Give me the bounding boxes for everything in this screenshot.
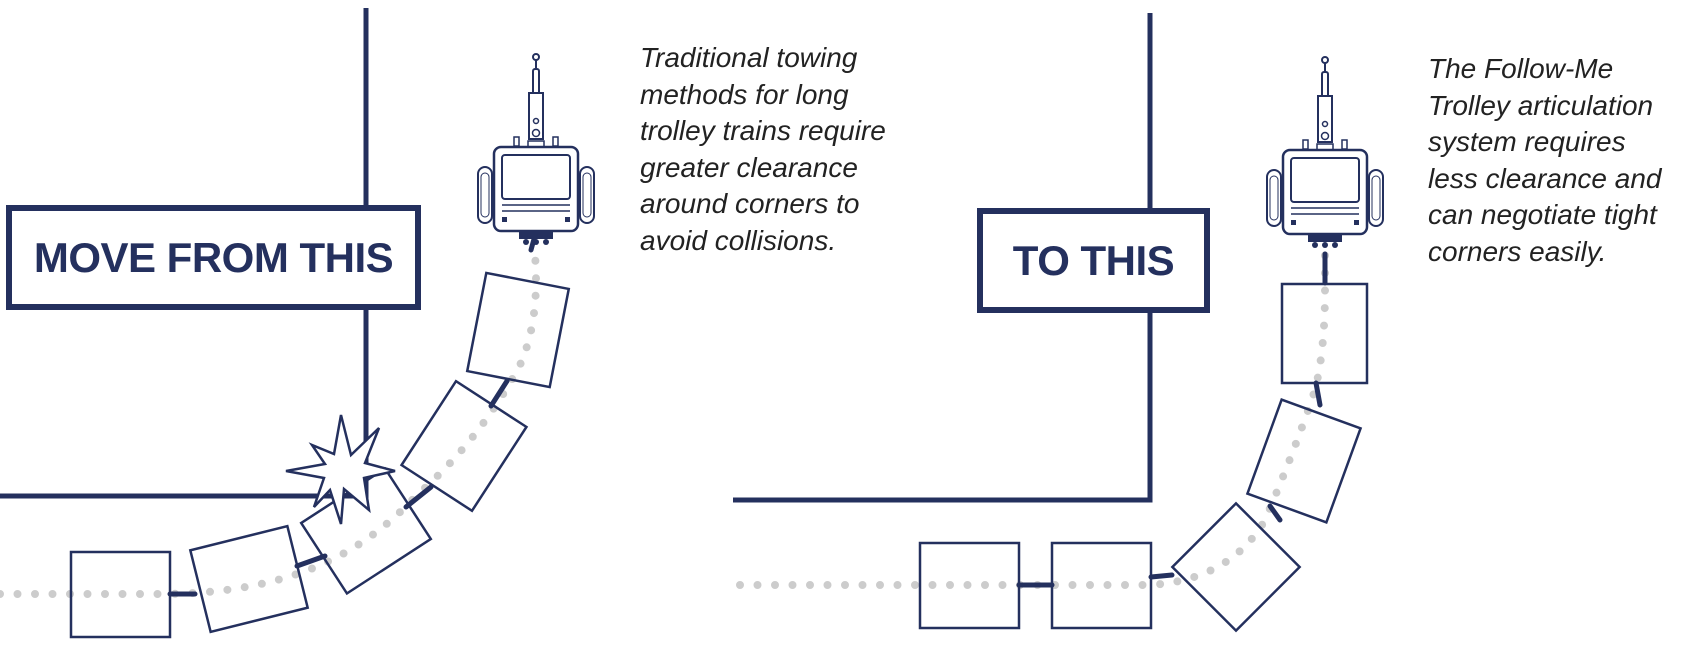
caption-line: greater clearance [640, 151, 858, 183]
tug-vehicle-icon [1265, 55, 1385, 250]
caption-line: trolley trains require [640, 115, 886, 146]
to-this-label: TO THIS [977, 208, 1210, 313]
trolley-icon [918, 282, 1369, 633]
left-panel [0, 8, 596, 639]
move-from-this-label: MOVE FROM THIS [6, 205, 421, 310]
collision-star-icon [285, 414, 396, 525]
coupling-links [1016, 251, 1328, 588]
caption-line: Traditional towing [640, 42, 858, 73]
tug-vehicle-icon [476, 52, 596, 247]
trolley-icon [69, 271, 571, 639]
move-from-this-text: MOVE FROM THIS [33, 233, 394, 281]
caption-line: can negotiate tight [1428, 199, 1657, 230]
caption-line: The Follow-Me [1428, 53, 1614, 84]
right-caption: The Follow-Me Trolley articulation syste… [1428, 51, 1661, 270]
caption-line: Trolley articulation [1428, 89, 1654, 121]
caption-line: around corners to [640, 188, 860, 219]
to-this-text: TO THIS [1012, 236, 1175, 284]
caption-line: avoid collisions. [640, 224, 837, 256]
towing-path [736, 251, 1329, 589]
caption-line: methods for long [640, 78, 849, 110]
caption-line: system requires [1428, 126, 1626, 157]
caption-line: corners easily. [1428, 235, 1607, 267]
coupling-links [167, 225, 540, 597]
caption-line: less clearance and [1428, 162, 1662, 194]
left-caption: Traditional towing methods for long trol… [640, 40, 886, 259]
towing-path [0, 251, 540, 598]
